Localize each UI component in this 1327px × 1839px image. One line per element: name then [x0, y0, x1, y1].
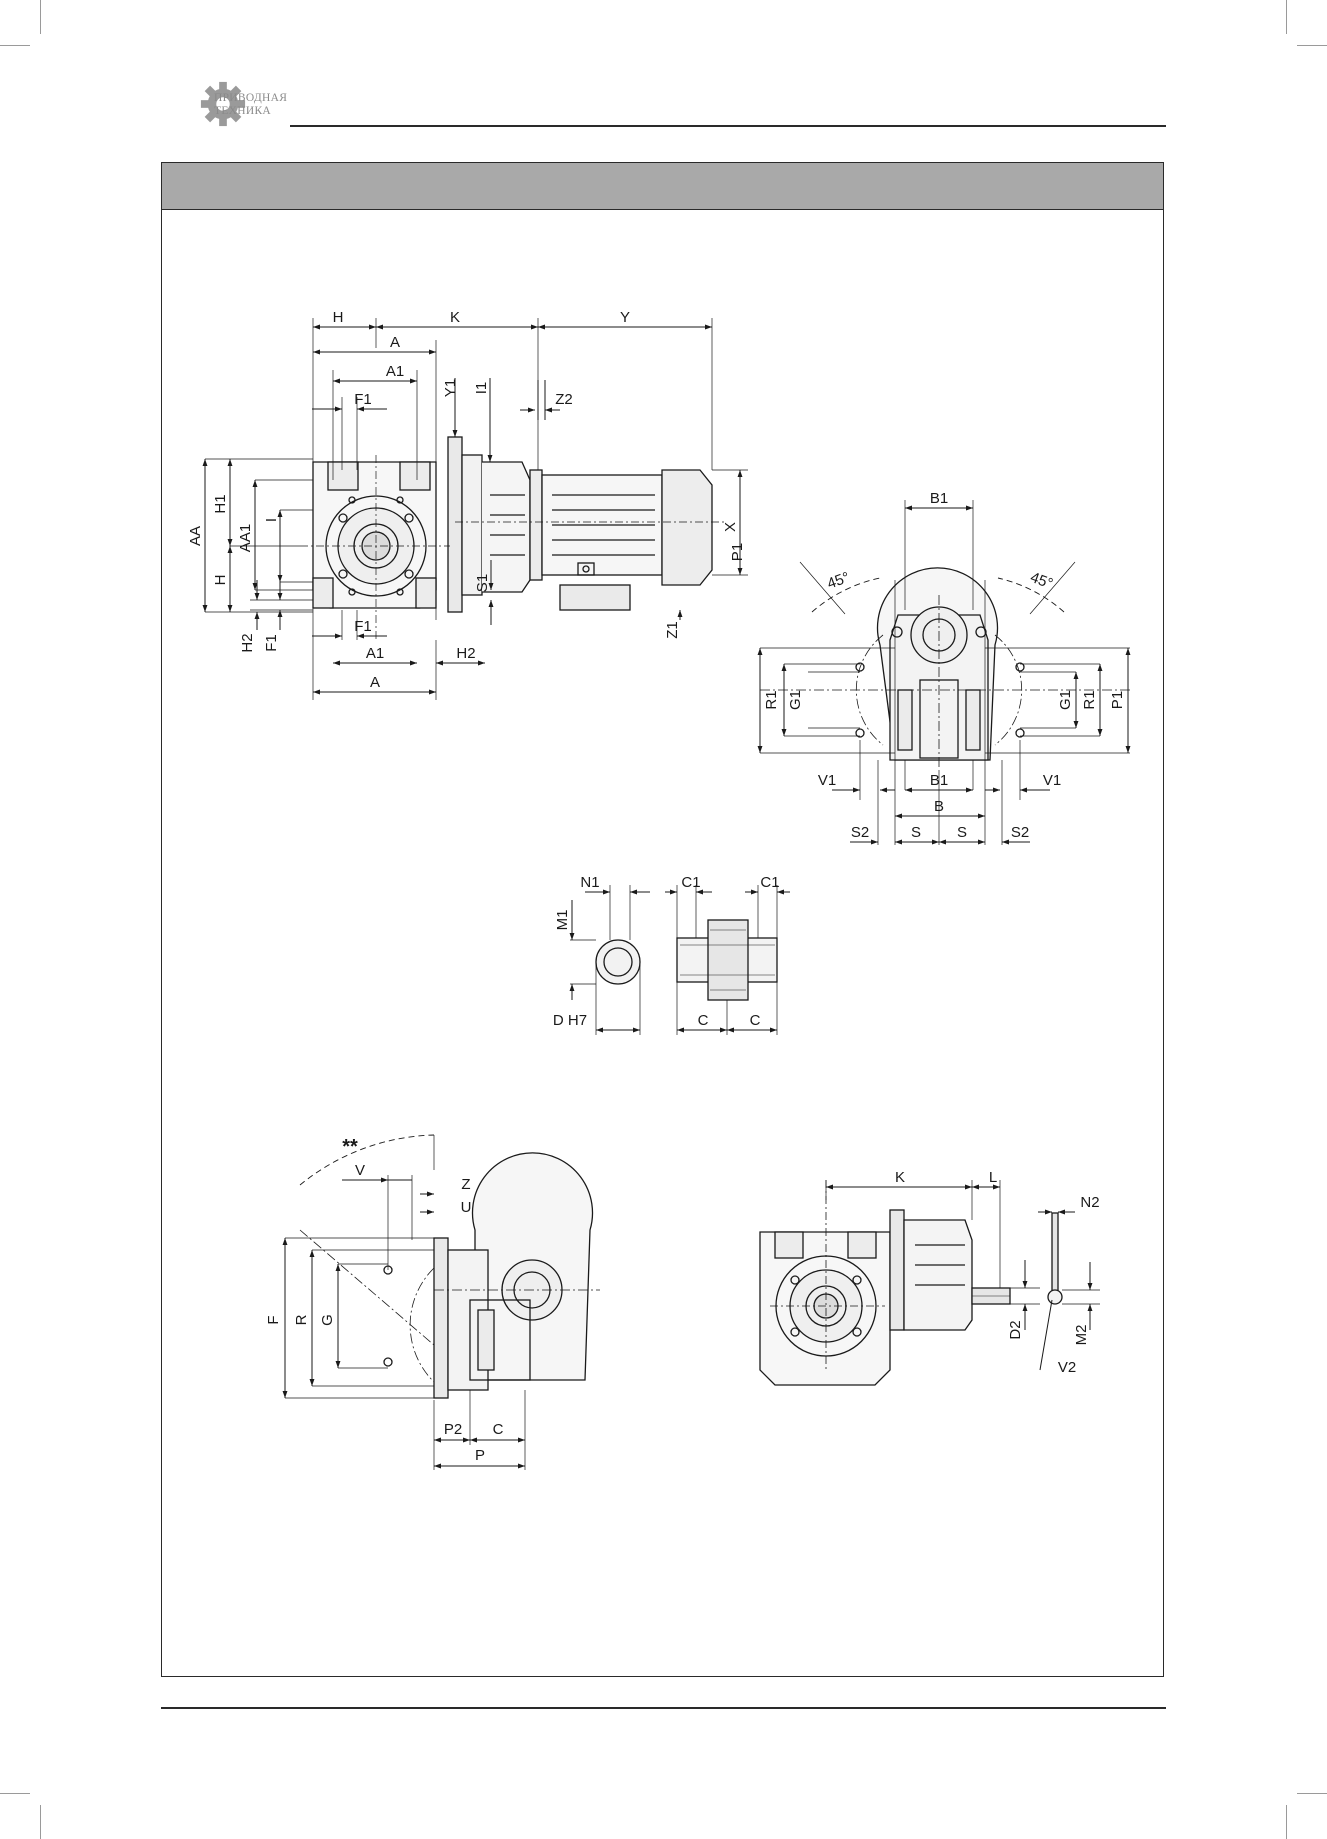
- dim-R1: R1: [1081, 690, 1098, 709]
- dim-Z2: Z2: [555, 391, 573, 408]
- dim-A1: A1: [366, 645, 384, 662]
- dim-A: A: [390, 334, 400, 351]
- dim-F: F: [265, 1315, 282, 1324]
- gear-logo-icon: [200, 81, 246, 127]
- dim-H2: H2: [456, 645, 475, 662]
- dim-B1: B1: [930, 772, 948, 789]
- crop-mark: [1286, 0, 1287, 34]
- dim-H2: H2: [239, 633, 256, 652]
- dim-K: K: [450, 309, 460, 326]
- gearmotor-labels: H K Y A A1 F1 Y1 I1 Z2 AA H1 AA1 I H S1 …: [187, 309, 746, 691]
- dim-P: P: [475, 1447, 485, 1464]
- dim-C: C: [698, 1012, 709, 1029]
- drawing-frame: [161, 162, 1164, 1677]
- dim-G: G: [319, 1314, 336, 1326]
- view-input-shaft: [759, 1180, 1100, 1386]
- crop-mark: [40, 1805, 41, 1839]
- dim-A1: A1: [386, 363, 404, 380]
- logo-line-2: ТЕХНИКА: [214, 105, 272, 117]
- dim-N1: N1: [580, 874, 599, 891]
- dim-P2: P2: [444, 1421, 462, 1438]
- header-rule: [290, 125, 1166, 127]
- dim-Y: Y: [620, 309, 630, 326]
- dim-L: L: [989, 1169, 997, 1186]
- dim-S: S: [911, 824, 921, 841]
- dim-B: B: [934, 798, 944, 815]
- dim-V1: V1: [1043, 772, 1061, 789]
- hollow-shaft-labels: N1 C1 C1 M1 D H7 C C: [553, 874, 780, 1029]
- dim-X: X: [722, 522, 739, 532]
- crop-mark: [1286, 1805, 1287, 1839]
- input-shaft-labels: K L N2 D2 M2 V2: [895, 1169, 1100, 1376]
- angle-mark: **: [342, 1136, 358, 1158]
- dim-AA: AA: [187, 526, 204, 546]
- dim-I1: I1: [473, 382, 490, 395]
- flange-output-labels: ** V Z U F R G P2 C P: [265, 1136, 504, 1464]
- dim-R1: R1: [763, 690, 780, 709]
- dim-S: S: [957, 824, 967, 841]
- footer-rule: [161, 1707, 1166, 1709]
- dim-N2: N2: [1080, 1194, 1099, 1211]
- dim-Z1: Z1: [664, 621, 681, 639]
- dim-V: V: [355, 1162, 365, 1179]
- dim-U: U: [461, 1199, 472, 1216]
- dim-K: K: [895, 1169, 905, 1186]
- crop-mark: [1297, 45, 1327, 46]
- dim-C: C: [750, 1012, 761, 1029]
- dim-H: H: [212, 575, 229, 586]
- dim-S2: S2: [851, 824, 869, 841]
- view-gearmotor: [202, 318, 748, 700]
- dim-Z: Z: [461, 1176, 470, 1193]
- dim-D2: D2: [1007, 1320, 1024, 1339]
- logo-text: ПРИВОДНАЯ ТЕХНИКА: [214, 92, 287, 118]
- dim-M2: M2: [1073, 1325, 1090, 1346]
- dim-M1: M1: [554, 910, 571, 931]
- crop-mark: [40, 0, 41, 34]
- dim-Y1: Y1: [442, 379, 459, 397]
- angle-right: 45°: [1028, 569, 1055, 593]
- dim-R: R: [293, 1314, 310, 1325]
- dim-S2: S2: [1011, 824, 1029, 841]
- dim-S1: S1: [474, 574, 491, 592]
- dim-F1: F1: [354, 391, 372, 408]
- dim-F1: F1: [263, 634, 280, 652]
- dim-P1: P1: [1109, 691, 1126, 709]
- dim-C: C: [493, 1421, 504, 1438]
- view-flange-output: [282, 1134, 600, 1470]
- dim-C1: C1: [760, 874, 779, 891]
- dim-F1: F1: [354, 618, 372, 635]
- dim-AA1: AA1: [237, 524, 254, 552]
- crop-mark: [1297, 1793, 1327, 1794]
- dim-I: I: [263, 518, 280, 522]
- frame-header-bar: [162, 163, 1163, 210]
- crop-mark: [0, 45, 30, 46]
- dim-G1: G1: [1057, 690, 1074, 710]
- dim-H1: H1: [212, 494, 229, 513]
- view-hollow-shaft: [569, 885, 790, 1035]
- side-flange-labels: B1 45° 45° R1 G1 G1 R1 P1 V1 B1 V1 B S2 …: [763, 490, 1126, 841]
- dim-A: A: [370, 674, 380, 691]
- dim-H: H: [333, 309, 344, 326]
- dim-V2: V2: [1058, 1359, 1076, 1376]
- angle-left: 45°: [825, 569, 852, 593]
- dim-G1: G1: [787, 690, 804, 710]
- dim-C1: C1: [681, 874, 700, 891]
- dim-V1: V1: [818, 772, 836, 789]
- crop-mark: [0, 1793, 30, 1794]
- logo-line-1: ПРИВОДНАЯ: [214, 92, 288, 104]
- dim-P1: P1: [729, 543, 746, 561]
- dim-B1: B1: [930, 490, 948, 507]
- dim-D-H7: D H7: [553, 1012, 587, 1029]
- view-side-flange: [757, 500, 1131, 845]
